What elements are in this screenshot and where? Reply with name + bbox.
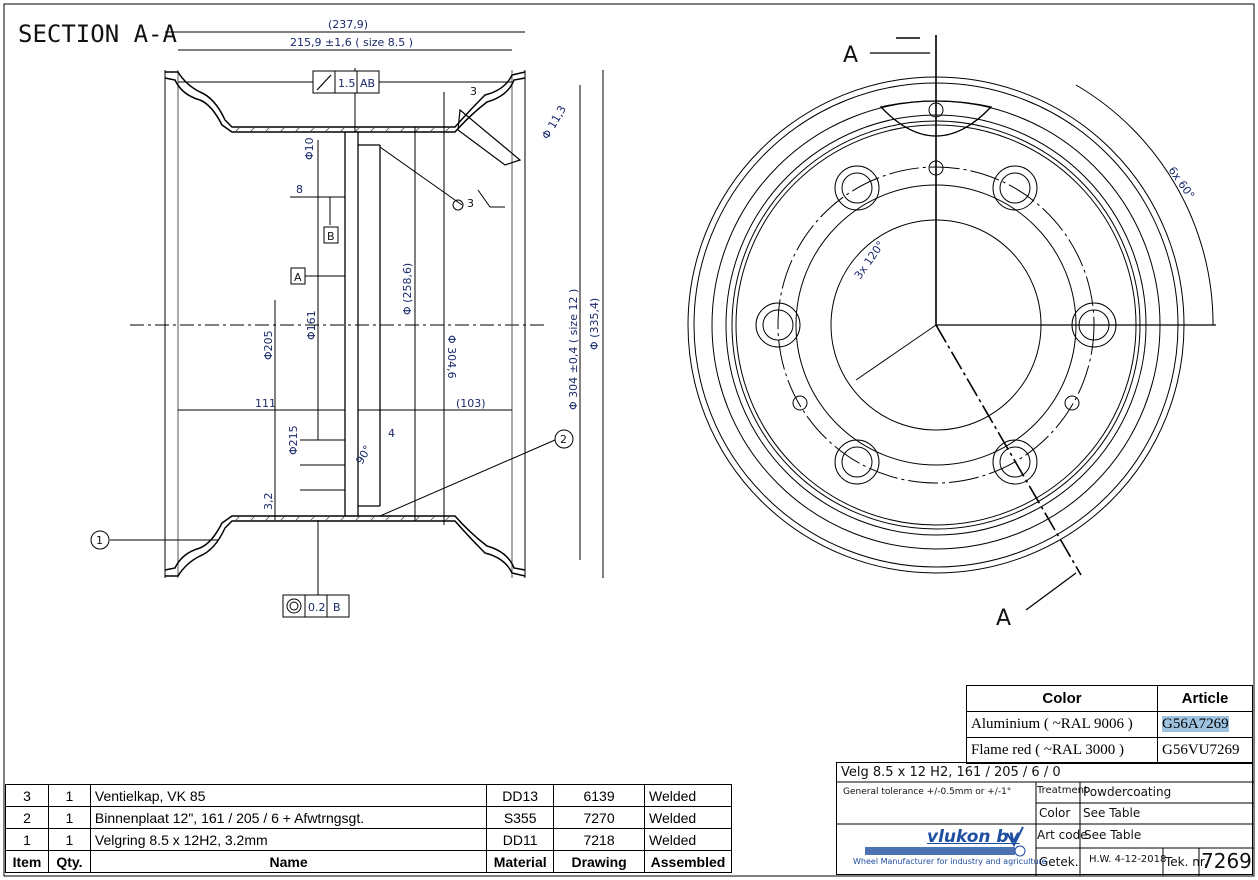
drawing-cell: 6139 bbox=[553, 784, 645, 807]
dim-4: 4 bbox=[388, 427, 395, 440]
drawn-label: Getek. bbox=[1039, 855, 1079, 869]
treatment-label: Treatment bbox=[1037, 785, 1088, 796]
section-view: 1.5 AB 0.2 B B A 1 2 (237,9) 215,9 ±1,6 … bbox=[90, 18, 604, 618]
article-code[interactable]: G56A7269 bbox=[1162, 716, 1229, 732]
pattern-3x120: 3x 120° bbox=[852, 239, 888, 282]
section-title: SECTION A-A bbox=[18, 20, 177, 48]
dim-d3354: Φ (335,4) bbox=[588, 298, 601, 350]
header-assembled: Assembled bbox=[643, 850, 733, 873]
dim-d258: Φ (258,6) bbox=[401, 263, 414, 315]
runout-value: 1.5 bbox=[338, 77, 356, 90]
qty-cell: 1 bbox=[47, 784, 91, 807]
article-cell[interactable]: G56VU7269 bbox=[1157, 737, 1253, 764]
name-cell: Ventielkap, VK 85 bbox=[89, 784, 488, 807]
company-logo: vlukon bv bbox=[927, 827, 1020, 847]
dim-d11-3: Φ 11,3 bbox=[539, 103, 569, 141]
drawing-cell: 7270 bbox=[553, 806, 645, 829]
article-cell[interactable]: G56A7269 bbox=[1157, 711, 1253, 738]
datum-b: B bbox=[327, 230, 335, 243]
color-value: See Table bbox=[1083, 806, 1141, 820]
dim-d215: Φ215 bbox=[287, 425, 300, 455]
company-tagline: Wheel Manufacturer for industry and agri… bbox=[853, 857, 1047, 866]
dim-3-2: 3,2 bbox=[262, 493, 275, 511]
front-view bbox=[687, 35, 1216, 611]
weld-symbol-3b: 3 bbox=[467, 197, 474, 210]
treatment-value: Powdercoating bbox=[1083, 785, 1172, 799]
general-tolerance: General tolerance +/-0.5mm or +/-1° bbox=[843, 787, 1012, 797]
assembled-cell: Welded bbox=[643, 828, 733, 851]
color-label: Color bbox=[1039, 806, 1071, 820]
name-cell: Binnenplaat 12", 161 / 205 / 6 + Afwtrng… bbox=[89, 806, 488, 829]
name-cell: Velgring 8.5 x 12H2, 3.2mm bbox=[89, 828, 488, 851]
dim-d161: Φ161 bbox=[305, 310, 318, 340]
section-marker-bottom: A bbox=[996, 606, 1011, 631]
dim-d205: Φ205 bbox=[262, 330, 275, 360]
balloon-1: 1 bbox=[96, 534, 103, 547]
item-cell: 3 bbox=[5, 784, 49, 807]
material-cell: DD13 bbox=[486, 784, 555, 807]
concentricity-datum: B bbox=[333, 601, 341, 614]
title-block-grid bbox=[837, 781, 1254, 876]
header-qty: Qty. bbox=[47, 850, 91, 873]
drawing-cell: 7218 bbox=[553, 828, 645, 851]
dim-111: 111 bbox=[255, 397, 276, 410]
section-marker-top: A bbox=[843, 43, 858, 68]
material-cell: DD11 bbox=[486, 828, 555, 851]
material-cell: S355 bbox=[486, 806, 555, 829]
assembled-cell: Welded bbox=[643, 806, 733, 829]
item-cell: 2 bbox=[5, 806, 49, 829]
balloon-2: 2 bbox=[560, 433, 567, 446]
color-cell: Aluminium ( ~RAL 9006 ) bbox=[966, 711, 1158, 738]
article-header: Article bbox=[1157, 685, 1253, 712]
qty-cell: 1 bbox=[47, 828, 91, 851]
dim-overall-width: (237,9) bbox=[328, 18, 368, 31]
header-item: Item bbox=[5, 850, 49, 873]
header-material: Material bbox=[486, 850, 555, 873]
weld-symbol-3: 3 bbox=[470, 85, 477, 98]
color-header: Color bbox=[966, 685, 1158, 712]
drawn-value: H.W. 4-12-2018 bbox=[1089, 854, 1167, 865]
dim-d10: Φ10 bbox=[303, 137, 316, 160]
header-drawing: Drawing bbox=[553, 850, 645, 873]
dim-angle-90: 90° bbox=[353, 443, 374, 466]
drawing-number: 7269 bbox=[1201, 849, 1252, 873]
qty-cell: 1 bbox=[47, 806, 91, 829]
datum-a: A bbox=[294, 271, 302, 284]
assembled-cell: Welded bbox=[643, 784, 733, 807]
item-cell: 1 bbox=[5, 828, 49, 851]
dim-8: 8 bbox=[296, 183, 303, 196]
header-name: Name bbox=[89, 850, 488, 873]
title-block: Velg 8.5 x 12 H2, 161 / 205 / 6 / 0 Gene… bbox=[836, 762, 1254, 876]
dim-rim-width: 215,9 ±1,6 ( size 8.5 ) bbox=[290, 36, 413, 49]
concentricity-frame bbox=[282, 594, 350, 618]
sheet-border bbox=[3, 3, 1255, 877]
color-cell: Flame red ( ~RAL 3000 ) bbox=[966, 737, 1158, 764]
artcode-label: Art code bbox=[1037, 828, 1088, 842]
dim-d304: Φ 304 ±0,4 ( size 12 ) bbox=[567, 289, 580, 410]
runout-datum: AB bbox=[360, 77, 375, 90]
drawing-title: Velg 8.5 x 12 H2, 161 / 205 / 6 / 0 bbox=[841, 765, 1061, 780]
dim-103: (103) bbox=[456, 397, 486, 410]
number-label: Tek. nr. bbox=[1165, 855, 1208, 869]
dim-d3046: Φ 304,6 bbox=[445, 335, 458, 379]
artcode-value: See Table bbox=[1084, 828, 1142, 842]
concentricity-value: 0.2 bbox=[308, 601, 326, 614]
